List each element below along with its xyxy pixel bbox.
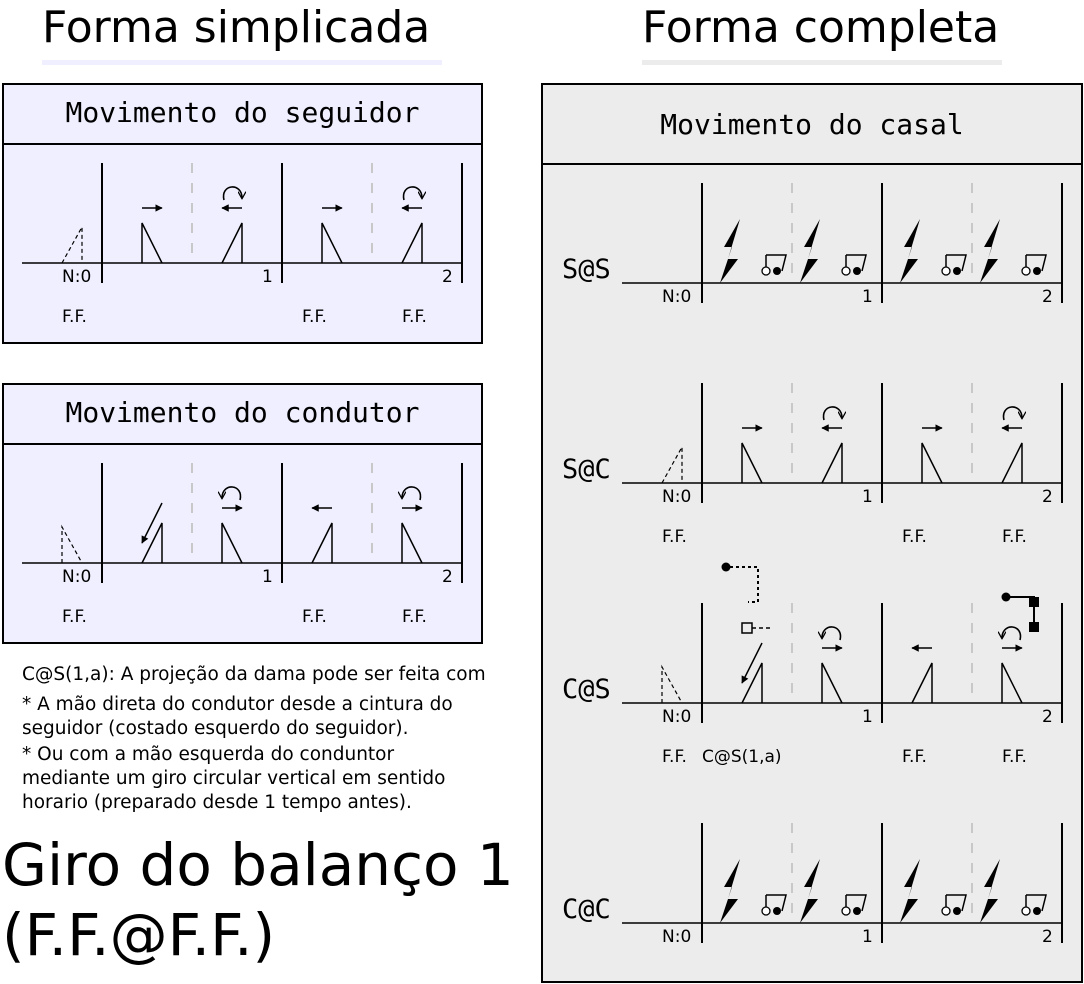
leader-count-two: 2 [442, 567, 453, 587]
cc-count-one: 1 [862, 927, 873, 947]
sc-ff-2: F.F. [902, 527, 927, 547]
row-label-ss: S@S [562, 254, 611, 285]
simplified-heading: Forma simplicada [42, 2, 431, 53]
note-line-6: horario (preparado desde 1 tempo antes). [22, 792, 412, 813]
cs-count-one: 1 [862, 707, 873, 727]
sc-count-start: N:0 [662, 487, 691, 507]
leader-count-start: N:0 [62, 567, 91, 587]
complete-heading-underline [642, 60, 1002, 65]
note-line-3: seguidor (costado esquerdo do seguidor). [22, 718, 409, 739]
figure-title-line-1: Giro do balanço 1 [2, 831, 514, 899]
cs-note-label: C@S(1,a) [702, 747, 782, 767]
follower-count-start: N:0 [62, 267, 91, 287]
cs-ff-2: F.F. [902, 747, 927, 767]
couple-ss-staff [622, 183, 1063, 303]
follower-movement-panel: Movimento do seguidor [2, 83, 483, 344]
follower-ff-1: F.F. [62, 307, 87, 327]
note-line-5: mediante um giro circular vertical em se… [22, 768, 446, 789]
ss-count-one: 1 [862, 287, 873, 307]
follower-count-one: 1 [262, 267, 273, 287]
simplified-heading-underline [42, 60, 442, 65]
follower-ff-2: F.F. [302, 307, 327, 327]
leader-ff-2: F.F. [302, 607, 327, 627]
leader-ff-3: F.F. [402, 607, 427, 627]
couple-cs-staff [622, 562, 1063, 723]
leader-staff [22, 463, 463, 583]
cs-count-start: N:0 [662, 707, 691, 727]
couple-panel-title: Movimento do casal [543, 85, 1081, 165]
follower-ff-3: F.F. [402, 307, 427, 327]
row-label-cc: C@C [562, 894, 611, 925]
note-line-4: * Ou com a mão esquerda do conduntor [22, 744, 395, 765]
follower-staff [22, 163, 463, 283]
leader-movement-panel: Movimento do condutor [2, 383, 483, 644]
cs-ff-1: F.F. [662, 747, 687, 767]
cc-count-start: N:0 [662, 927, 691, 947]
leader-count-one: 1 [262, 567, 273, 587]
leader-ff-1: F.F. [62, 607, 87, 627]
ss-count-start: N:0 [662, 287, 691, 307]
sc-ff-1: F.F. [662, 527, 687, 547]
row-label-sc: S@C [562, 454, 611, 485]
sc-count-two: 2 [1042, 487, 1053, 507]
note-line-2: * A mão direta do condutor desde a cintu… [22, 694, 453, 715]
cs-ff-3: F.F. [1002, 747, 1027, 767]
row-label-cs: C@S [562, 674, 611, 705]
leader-panel-title: Movimento do condutor [4, 385, 481, 445]
sc-count-one: 1 [862, 487, 873, 507]
ss-count-two: 2 [1042, 287, 1053, 307]
follower-panel-title: Movimento do seguidor [4, 85, 481, 145]
cs-count-two: 2 [1042, 707, 1053, 727]
couple-cc-staff [622, 823, 1063, 943]
couple-sc-staff [622, 383, 1063, 503]
follower-count-two: 2 [442, 267, 453, 287]
figure-title-line-2: (F.F.@F.F.) [2, 901, 276, 969]
sc-ff-3: F.F. [1002, 527, 1027, 547]
cc-count-two: 2 [1042, 927, 1053, 947]
note-line-1: C@S(1,a): A projeção da dama pode ser fe… [22, 664, 486, 685]
complete-heading: Forma completa [642, 2, 1000, 53]
